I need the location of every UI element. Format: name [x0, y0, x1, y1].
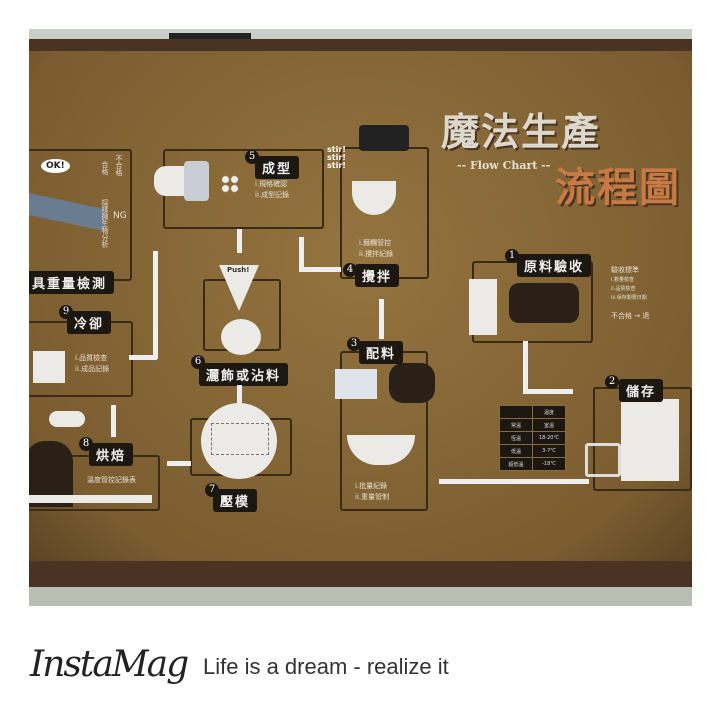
- table-cell: 室溫: [532, 418, 566, 432]
- mixer-bowl-icon: [352, 181, 396, 215]
- arrow-7-8: [167, 461, 191, 466]
- arrow-9-inspection: [153, 251, 158, 359]
- step4-label: 攪拌: [355, 264, 400, 287]
- table-cell: 常溫: [499, 418, 533, 432]
- flour-bag-icon: [389, 363, 435, 403]
- table-cell: 18-20℃: [532, 431, 566, 445]
- step3-note: i.批量紀錄: [355, 482, 388, 490]
- arrow-1-2: [523, 341, 528, 391]
- step3-number: 3: [347, 337, 361, 351]
- standard-item: iii.保存期限日期: [611, 295, 647, 301]
- mold-outline: [211, 423, 269, 455]
- table-cell: -18℃: [532, 457, 566, 471]
- instamag-logo: InstaMag: [30, 644, 189, 685]
- arrow-4-5: [299, 237, 304, 269]
- poster-photo: 魔法生產 -- Flow Chart -- 流程圖 OK! 合格 不合格 採樣微…: [29, 29, 692, 606]
- arrow-2-3: [439, 479, 589, 484]
- table-cell: [499, 405, 533, 419]
- sample-text: 採樣微生物分析: [101, 199, 109, 248]
- mold-icon: [184, 161, 209, 201]
- stir-text: stir! stir! stir!: [327, 145, 346, 170]
- milk-icon: [469, 279, 497, 335]
- arrow-5-6: [237, 229, 242, 253]
- cookie-icon: [33, 351, 65, 383]
- step9-note: i.品質檢查: [75, 354, 108, 362]
- step2-label: 儲存: [619, 379, 664, 402]
- arrow-1-2: [523, 389, 573, 394]
- step5-note: i.規格確認: [255, 180, 288, 188]
- mixer-icon: [359, 125, 409, 151]
- arrow-3-4: [379, 299, 384, 339]
- standard-item: i.數量檢查: [611, 277, 634, 283]
- cheese-icon: [335, 369, 377, 399]
- step3-note: ii.重量管制: [355, 493, 390, 501]
- storage-boxes-icon: [621, 399, 679, 481]
- step9-note: ii.成品記錄: [75, 365, 110, 373]
- step4-note: i.麵糰管控: [359, 239, 392, 247]
- step5-note: ii.成型記錄: [255, 191, 290, 199]
- step4-number: 4: [343, 263, 357, 277]
- ng-text: NG: [113, 211, 127, 221]
- cream-swirl-icon: [221, 319, 261, 355]
- arrow-9-inspection: [129, 355, 157, 360]
- reject-text: 不合格 → 退: [611, 312, 650, 320]
- step6-label: 灑飾或沾料: [199, 363, 289, 386]
- step3-label: 配料: [359, 341, 404, 364]
- table-cell: 超低溫: [499, 457, 533, 471]
- fail-text: 不合格: [115, 155, 123, 176]
- table-cell: 低溫: [499, 444, 533, 458]
- table-cell: 3-7℃: [532, 444, 566, 458]
- tagline: Life is a dream - realize it: [203, 654, 449, 679]
- arrow-6-7: [237, 385, 242, 403]
- poster-title2: 流程圖: [555, 165, 681, 211]
- step4-note: ii.攪拌紀錄: [359, 250, 394, 258]
- flour-sacks-icon: [509, 283, 579, 323]
- piping-bag-icon: [219, 265, 259, 311]
- dots-icon: [221, 175, 239, 193]
- standard-item: ii.品質檢查: [611, 286, 636, 292]
- step9-label: 冷卻: [67, 311, 112, 334]
- step2-number: 2: [605, 375, 619, 389]
- inspection-label: 具重量檢測: [29, 271, 115, 294]
- poster-title: 魔法生產: [441, 110, 602, 154]
- oven-belt: [29, 495, 152, 503]
- press-mold-icon: [201, 403, 277, 479]
- step1-number: 1: [505, 249, 519, 263]
- push-text: Push!: [227, 266, 250, 274]
- step1-label: 原料驗收: [517, 254, 592, 277]
- step8-label: 烘焙: [89, 443, 134, 466]
- frame-hook: [169, 33, 251, 41]
- ok-bubble: OK!: [41, 159, 70, 173]
- poster-board: 魔法生產 -- Flow Chart -- 流程圖 OK! 合格 不合格 採樣微…: [29, 51, 692, 561]
- inspection-standard: 驗收標準: [611, 266, 639, 274]
- table-cell: 恆溫: [499, 431, 533, 445]
- forklift-icon: [585, 443, 621, 477]
- arrow-8-9: [111, 405, 116, 437]
- step7-label: 壓模: [213, 489, 258, 512]
- arrow-4-5: [299, 267, 341, 272]
- step8-note: 溫度管控記錄表: [87, 476, 136, 484]
- poster-subtitle: -- Flow Chart --: [457, 159, 551, 172]
- table-cell: 溫度: [532, 405, 566, 419]
- pass-text: 合格: [101, 161, 109, 175]
- step5-label: 成型: [255, 156, 300, 179]
- smoke-icon: [49, 411, 85, 427]
